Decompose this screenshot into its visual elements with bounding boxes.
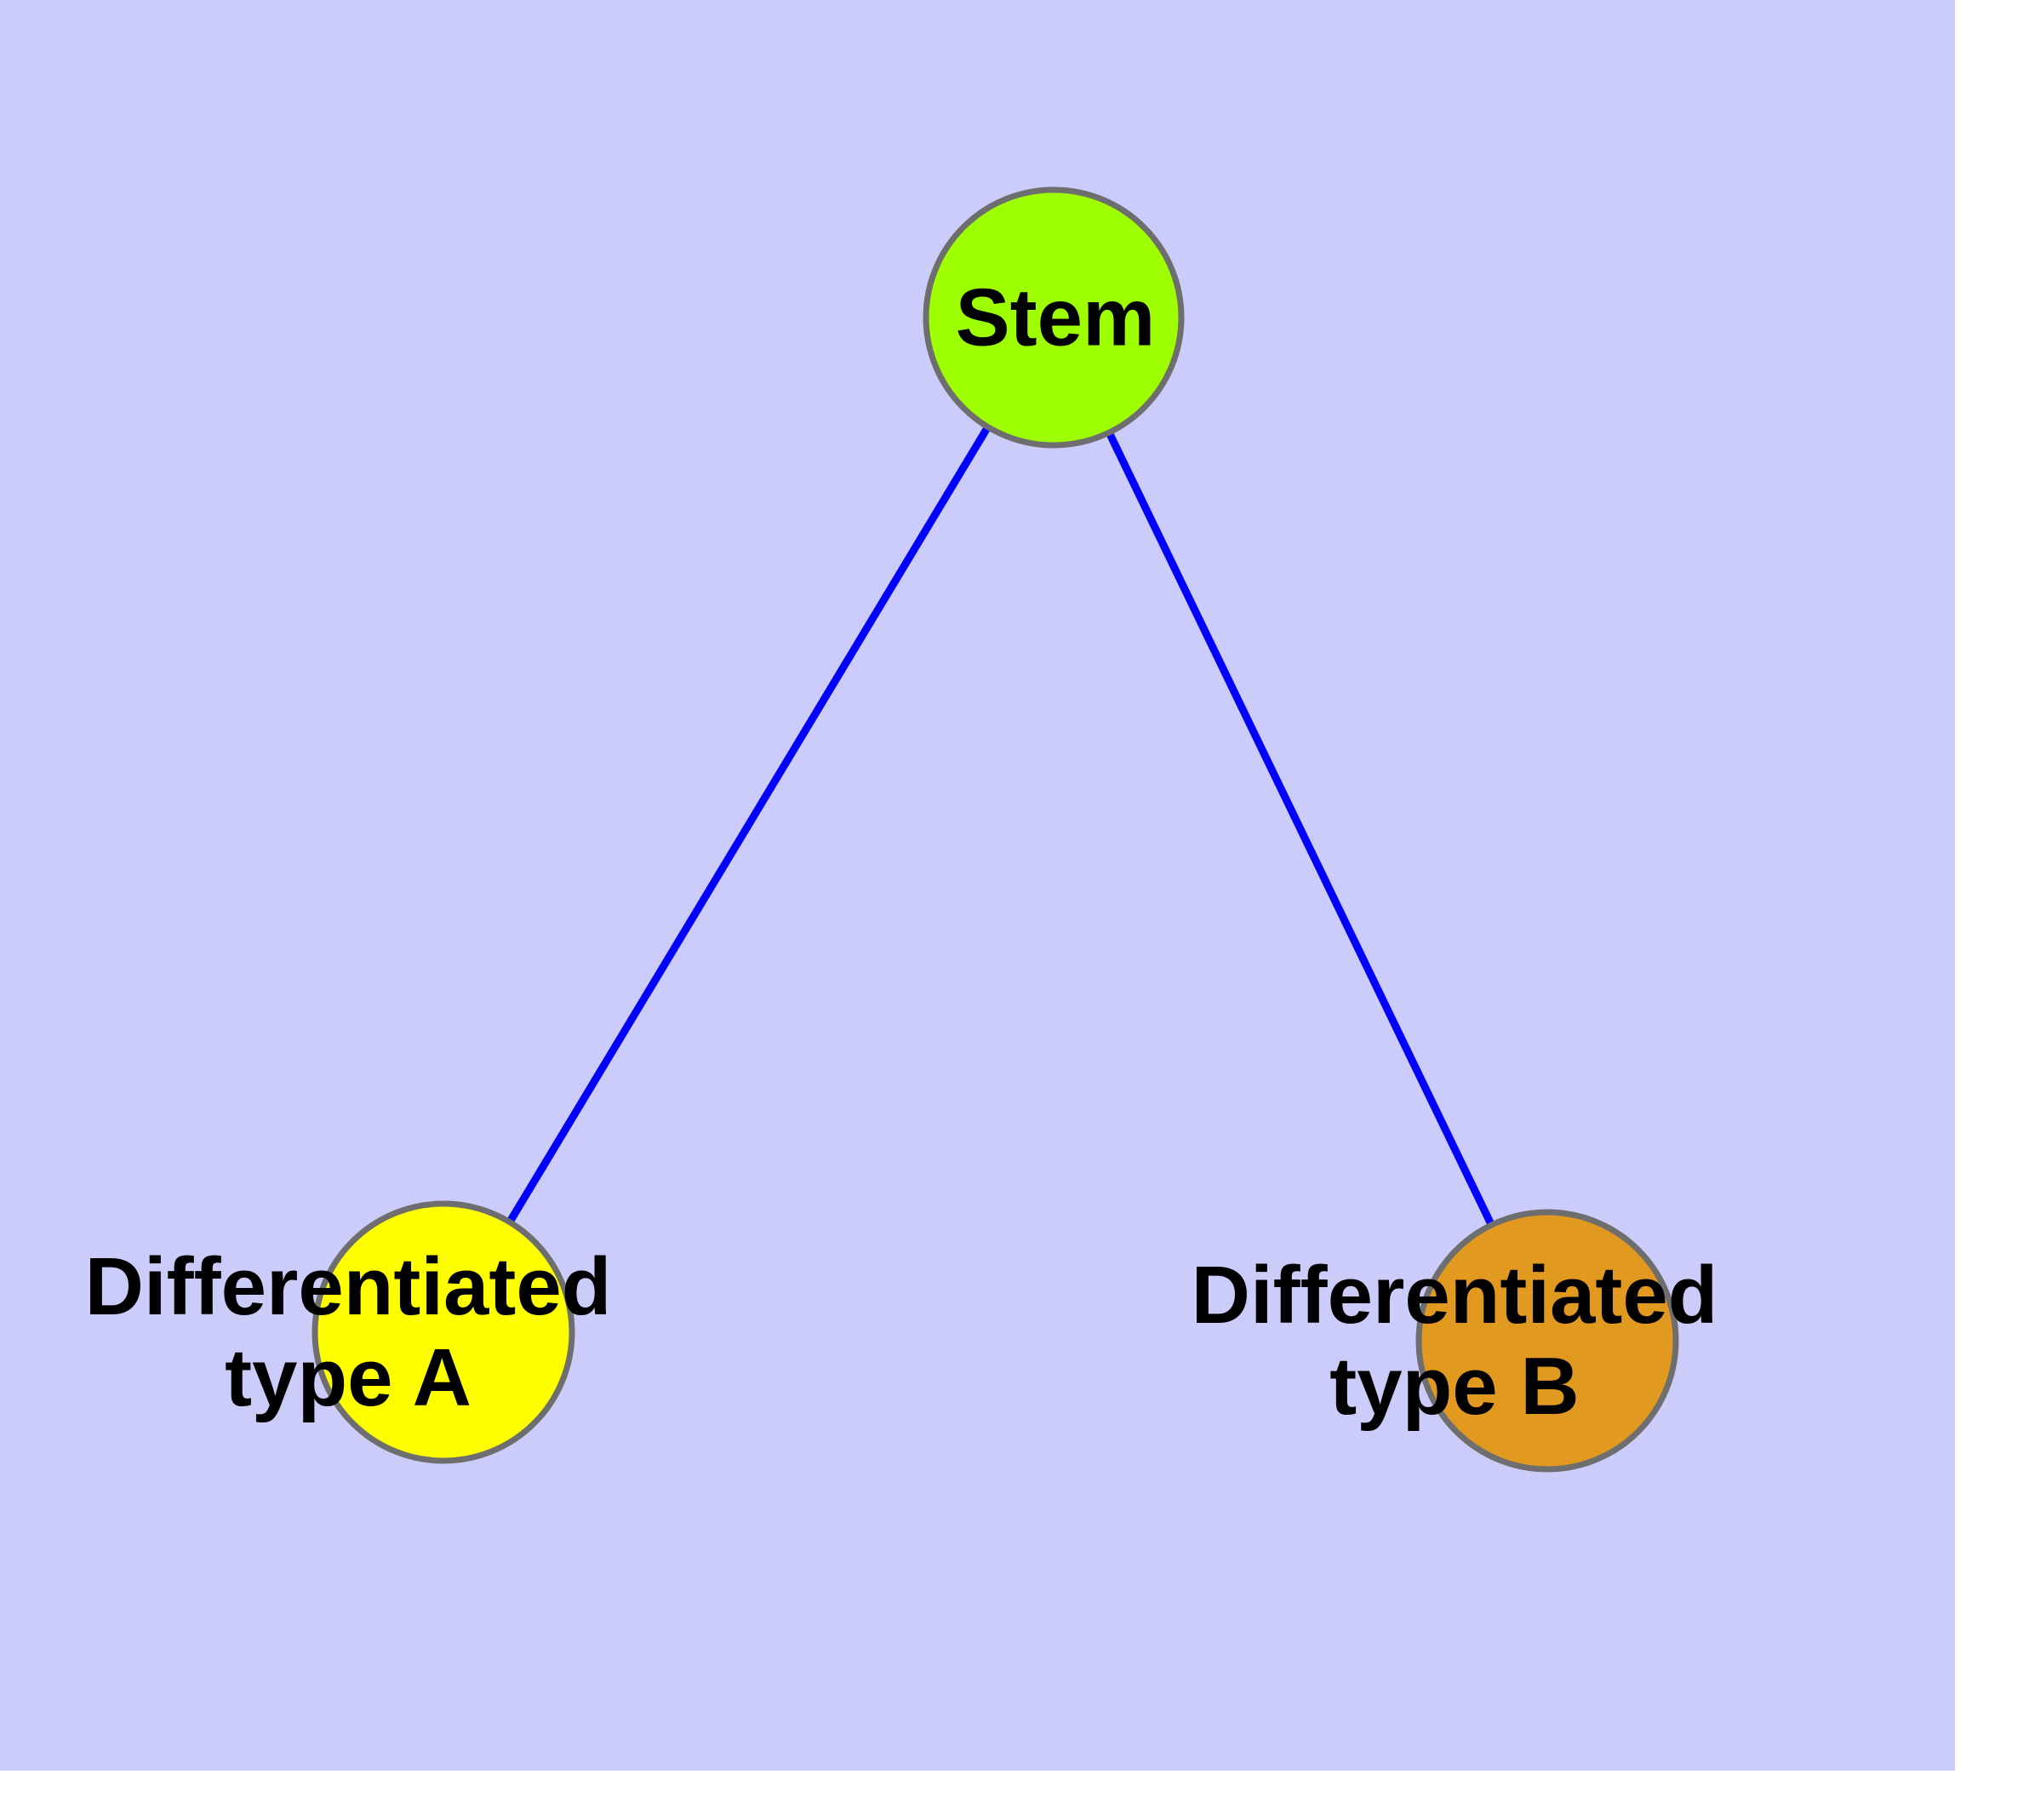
edge-stem-diff-b — [1106, 432, 1495, 1227]
node-label-line: Differentiated — [85, 1241, 612, 1332]
edge-stem-diff-a — [506, 426, 992, 1224]
node-stem[interactable]: Stem — [923, 186, 1185, 449]
node-label-line: Differentiated — [1192, 1250, 1718, 1341]
node-label-stem: Stem — [956, 272, 1156, 363]
node-diff_a[interactable]: Differentiated type A — [311, 1200, 575, 1464]
node-label-line: type B — [1329, 1341, 1579, 1432]
node-label-line: Stem — [956, 272, 1156, 363]
edges-layer — [506, 426, 1495, 1227]
node-label-line: type A — [225, 1332, 472, 1423]
node-diff_b[interactable]: Differentiated type B — [1415, 1209, 1679, 1473]
